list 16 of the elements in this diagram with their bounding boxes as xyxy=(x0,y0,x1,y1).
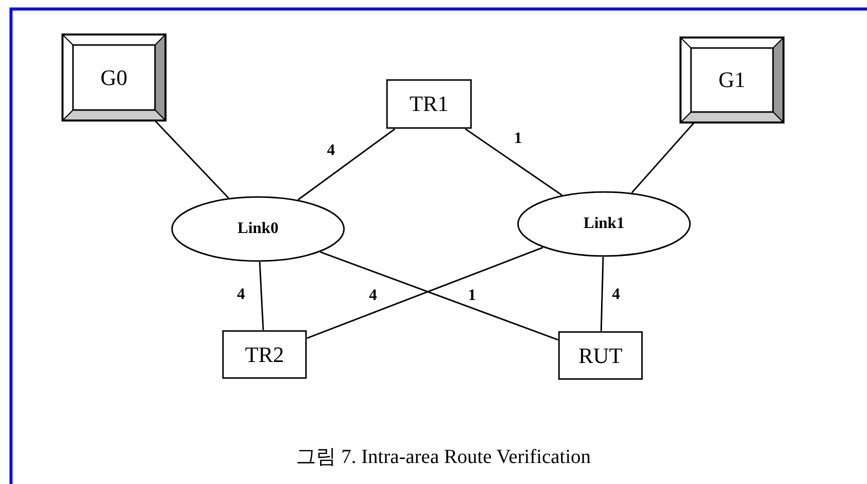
link-ellipse: Link0 xyxy=(171,196,345,262)
link-ellipse: Link1 xyxy=(517,191,691,257)
router-box: TR1 xyxy=(386,79,472,129)
figure-caption: 그림 7. Intra-area Route Verification xyxy=(295,446,591,468)
connector-line xyxy=(320,251,558,340)
connector-line xyxy=(306,246,544,339)
connector-line xyxy=(600,256,604,332)
connector-line xyxy=(258,262,264,330)
gateway-box: G1 xyxy=(681,38,783,122)
connector-line xyxy=(465,128,562,196)
connector-line xyxy=(631,122,696,194)
gateway-box: G0 xyxy=(63,35,165,120)
connector-line xyxy=(154,119,230,198)
connector-line xyxy=(298,128,396,200)
router-box: RUT xyxy=(558,331,643,380)
router-box: TR2 xyxy=(222,330,307,379)
